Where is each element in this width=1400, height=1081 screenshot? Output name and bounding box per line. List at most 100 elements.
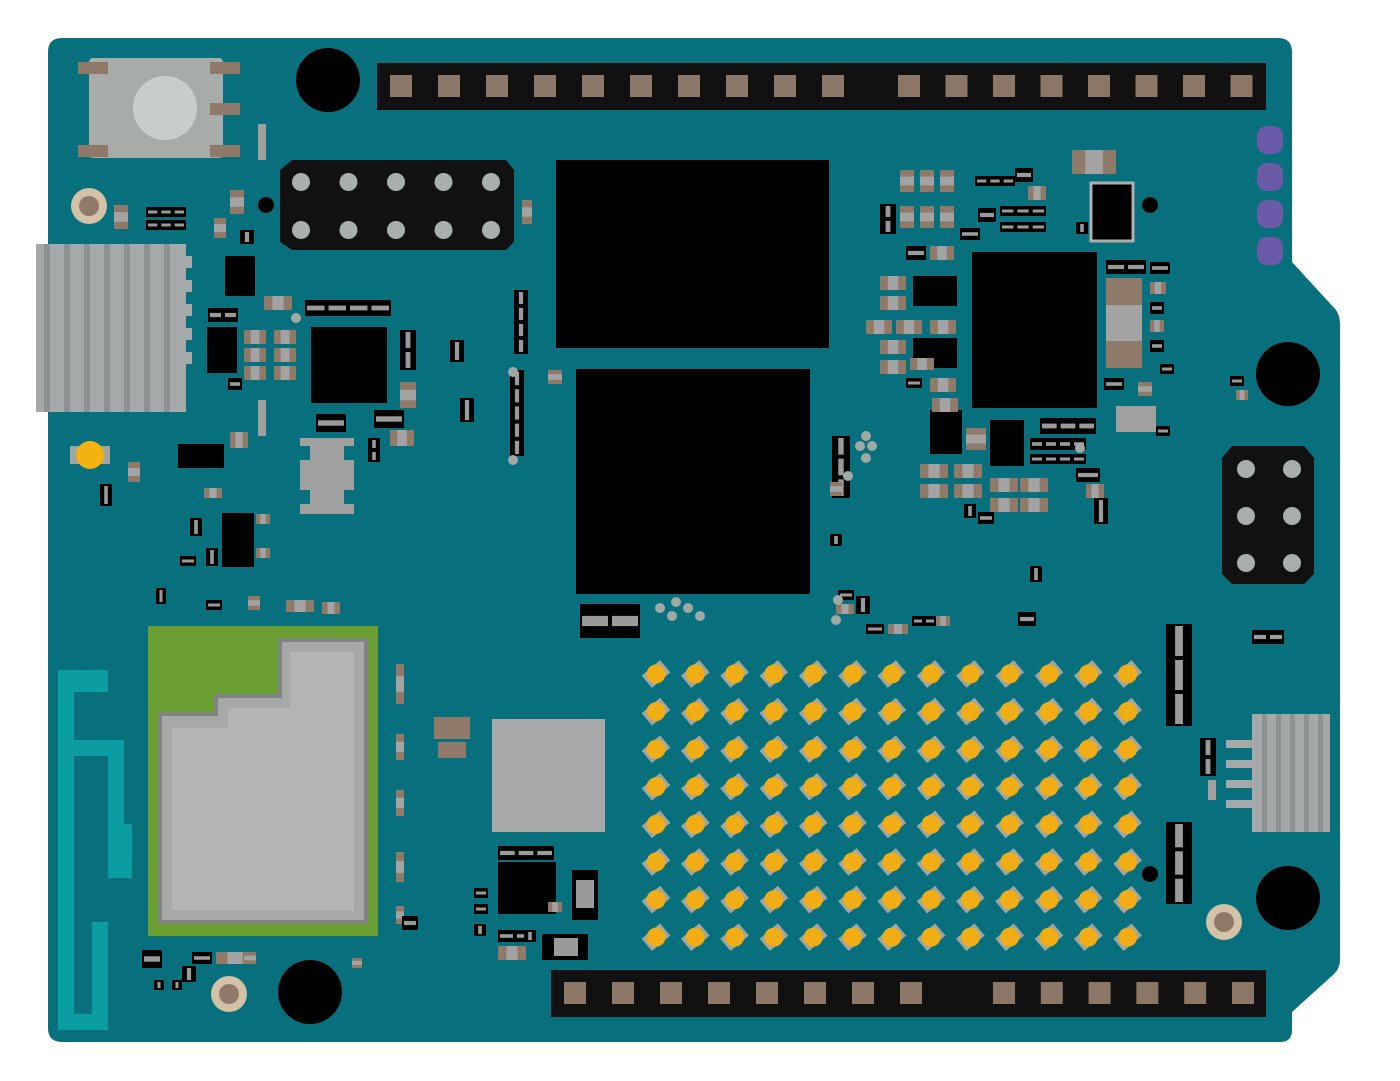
- via: [833, 595, 843, 605]
- smd-body: [514, 406, 520, 420]
- matrix-led: [646, 852, 666, 872]
- smd-body: [244, 232, 250, 242]
- via: [861, 453, 871, 463]
- smd-body: [908, 381, 920, 385]
- smd-component: [1208, 780, 1216, 800]
- smd-body: [405, 332, 411, 348]
- smd-body: [210, 550, 214, 564]
- sot-chip: [1089, 181, 1135, 243]
- smd-body: [1060, 457, 1070, 461]
- matrix-led: [1078, 739, 1098, 759]
- matrix-led: [646, 739, 666, 759]
- header-pin: [822, 75, 844, 97]
- smd-body: [980, 212, 994, 218]
- matrix-led: [1000, 739, 1020, 759]
- smd-body: [161, 210, 171, 214]
- heatsink-rib: [1276, 714, 1281, 832]
- matrix-led: [1039, 739, 1059, 759]
- smd-body: [1106, 305, 1142, 341]
- smd-body: [920, 176, 934, 186]
- matrix-led: [882, 664, 902, 684]
- heatsink-rib: [1262, 714, 1267, 832]
- smd-body: [1017, 172, 1031, 178]
- smd-body: [506, 946, 518, 960]
- smd-body: [248, 600, 260, 606]
- header-pin: [1040, 75, 1063, 97]
- mounting-hole: [1256, 342, 1320, 406]
- small-ic: [498, 862, 556, 914]
- smd-component: [305, 300, 391, 316]
- smd-body: [1239, 390, 1245, 400]
- smd-body: [500, 850, 515, 856]
- smd-body: [1152, 344, 1162, 348]
- smd-body: [1032, 457, 1042, 461]
- smd-body: [159, 590, 163, 602]
- smd-body: [225, 312, 236, 318]
- heatsink-rib: [144, 244, 150, 412]
- smd-body: [1175, 694, 1183, 724]
- matrix-led: [1039, 814, 1059, 834]
- smd-body: [194, 956, 210, 960]
- icsp-pin: [1237, 507, 1255, 525]
- header-pin: [390, 75, 412, 97]
- header-pin: [612, 982, 634, 1004]
- via: [831, 615, 841, 625]
- header-pin: [756, 982, 778, 1004]
- matrix-led: [646, 777, 666, 797]
- smd-body: [454, 342, 460, 360]
- smd-components: [100, 124, 1284, 990]
- matrix-led: [725, 777, 745, 797]
- smd-body: [244, 955, 256, 961]
- smd-body: [174, 223, 184, 227]
- matrix-led: [921, 702, 941, 722]
- status-pad: [1257, 200, 1283, 228]
- smd-body: [928, 464, 940, 478]
- smd-body: [328, 305, 346, 311]
- smd-component: [208, 308, 238, 322]
- heatsink-rib: [1290, 714, 1295, 832]
- smd-component: [1116, 406, 1156, 432]
- matrix-led: [1039, 702, 1059, 722]
- smd-body: [514, 423, 520, 437]
- reset-button: [78, 58, 240, 158]
- icsp-pin: [1283, 554, 1301, 572]
- header-pin: [900, 982, 922, 1004]
- matrix-led: [764, 739, 784, 759]
- icsp-header-right: [1222, 446, 1314, 584]
- matrix-led: [1078, 814, 1098, 834]
- smd-body: [396, 911, 404, 919]
- smd-body: [209, 488, 217, 498]
- via: [671, 597, 681, 607]
- smd-body: [396, 741, 404, 753]
- smd-body: [1080, 224, 1084, 232]
- smd-body: [1020, 616, 1034, 622]
- smd-body: [518, 324, 524, 336]
- matrix-led: [803, 890, 823, 910]
- smd-component: [514, 290, 528, 354]
- diode: [572, 870, 598, 920]
- matrix-led: [764, 852, 784, 872]
- smd-body: [548, 374, 562, 380]
- smd-body: [405, 352, 411, 368]
- icsp-pin: [292, 221, 310, 239]
- header-pin: [582, 75, 604, 97]
- header-pin: [804, 982, 826, 1004]
- smd-body: [522, 207, 532, 217]
- smd-body: [940, 176, 954, 186]
- smd-body: [1032, 442, 1042, 446]
- via: [861, 431, 871, 441]
- mounting-hole: [278, 960, 342, 1024]
- smd-body: [977, 179, 987, 183]
- header-pin: [1088, 982, 1111, 1004]
- via: [655, 603, 665, 613]
- smd-body: [518, 308, 524, 320]
- matrix-led: [921, 814, 941, 834]
- smd-body: [937, 378, 949, 392]
- smd-body: [1254, 634, 1266, 640]
- smd-body: [307, 305, 325, 311]
- via: [695, 611, 705, 621]
- header-pin: [1135, 75, 1158, 97]
- matrix-led: [725, 739, 745, 759]
- smd-body: [464, 400, 470, 420]
- smd-body: [885, 221, 891, 232]
